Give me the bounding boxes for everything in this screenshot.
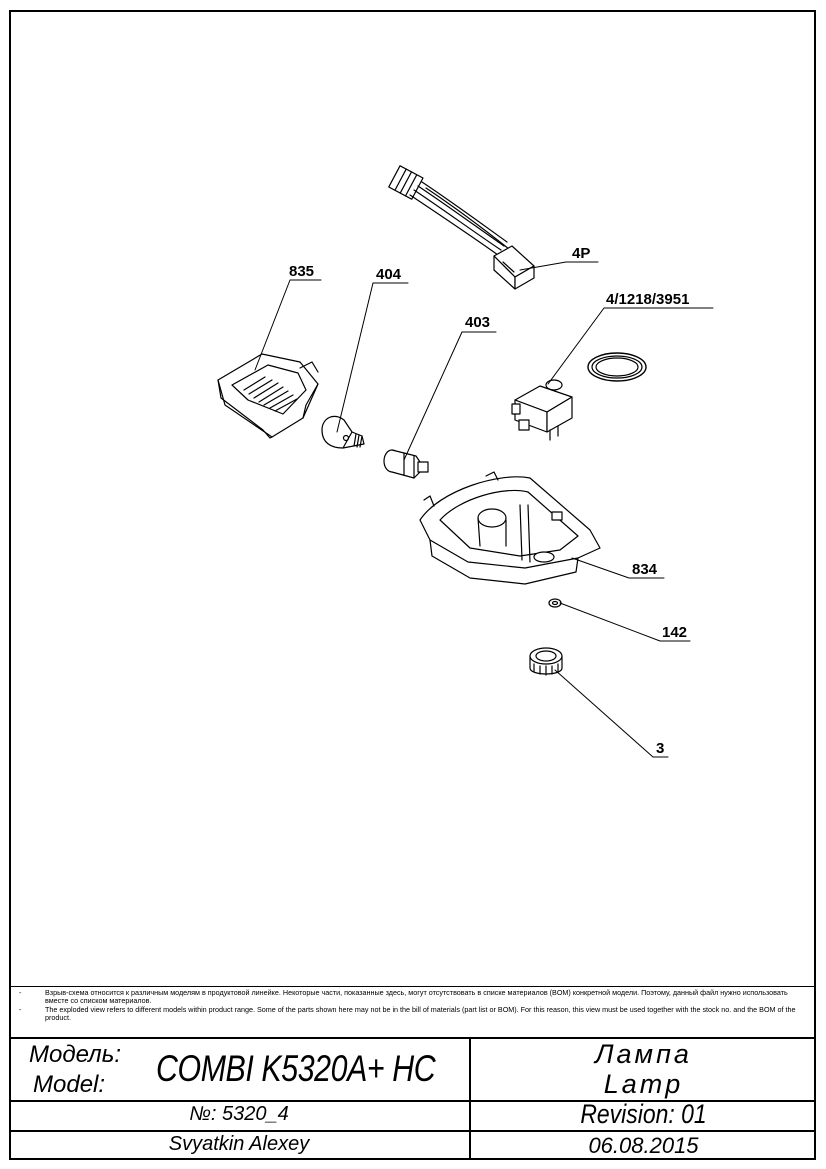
callout-835: 835 [289,263,314,280]
callout-403: 403 [465,314,490,331]
note-bullet: - [19,1004,22,1014]
switch-4-1218-3951 [511,352,647,441]
callout-834: 834 [632,561,658,578]
bulb-socket-403 [383,449,429,479]
lamp-cover-835 [217,353,319,439]
model-label-en: Model: [33,1071,106,1098]
note-en-text: The exploded view refers to different mo… [45,1004,796,1022]
author: Svyatkin Alexey [168,1133,310,1155]
callout-4-1218-3951: 4/1218/3951 [606,291,689,308]
disclaimer-notes: - Взрыв-схема относится к различным модел… [9,986,816,1038]
callout-4p: 4P [572,245,590,262]
model-name: COMBI K5320A+ HC [156,1048,436,1089]
callout-3: 3 [656,740,664,757]
part-name-en: Lamp [603,1069,684,1099]
lamp-housing-834 [419,471,601,585]
title-block: Модель: Model: COMBI K5320A+ HC Лампа La… [9,1037,816,1160]
bulb-404 [321,415,365,449]
callout-labels: 835 404 403 4P 4/1218/3951 834 142 3 [289,245,689,757]
knob-3 [529,647,563,676]
model-label-ru: Модель: [29,1041,121,1068]
note-ru: - Взрыв-схема относится к различным модел… [19,988,810,1006]
drawing-number: №: 5320_4 [189,1103,289,1125]
part-name-ru: Лампа [595,1039,692,1069]
nut-142 [548,598,562,608]
drawing-sheet-border [9,10,816,1160]
leader-lines [254,261,714,758]
revision: Revision: 01 [580,1099,707,1129]
callout-404: 404 [376,266,402,283]
callout-142: 142 [662,624,687,641]
exploded-view-drawing: 835 404 403 4P 4/1218/3951 834 142 3 [217,165,714,758]
note-bullet: - [19,988,22,997]
note-en: - The exploded view refers to different m… [19,1004,810,1023]
date: 06.08.2015 [588,1133,699,1158]
note-ru-text: Взрыв-схема относится к различным моделя… [45,988,788,1006]
wire-harness-4p [388,165,535,290]
